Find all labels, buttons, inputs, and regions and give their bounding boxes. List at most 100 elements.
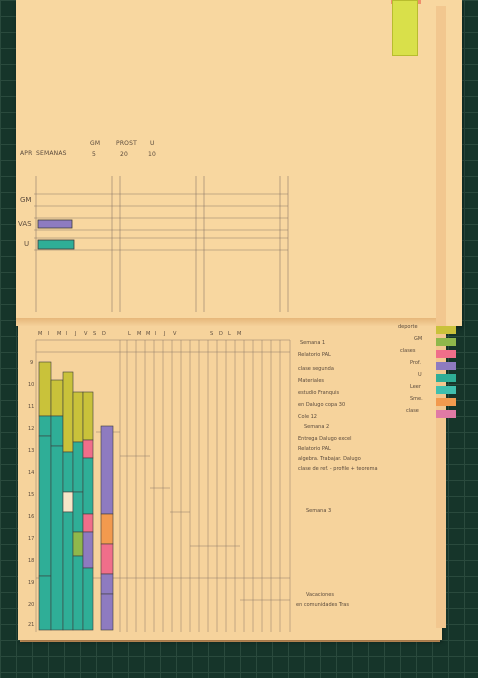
legend-label: clase — [406, 408, 419, 414]
note-item: estudio Franquis — [298, 390, 340, 396]
header-number-u: 10 — [148, 151, 157, 158]
legend-swatch — [436, 374, 456, 382]
legend-label: GM — [414, 336, 423, 342]
bar-segment — [62, 451, 74, 493]
legend-swatch — [436, 410, 456, 418]
row-hour-label: 21 — [28, 622, 35, 628]
note-semana-1: Semana 1 — [300, 340, 326, 346]
note-item: Relatorio PAL — [298, 352, 331, 358]
bar-segment — [38, 575, 52, 631]
legend-swatch — [436, 362, 456, 370]
legend-label: Leer — [410, 384, 421, 390]
bar-segment — [62, 371, 74, 453]
bar-segment — [50, 415, 64, 447]
column-label: J — [164, 331, 166, 337]
legend-swatch — [436, 326, 456, 334]
bar-segment — [50, 379, 64, 417]
bar-segment — [100, 573, 114, 595]
bar-segment — [72, 391, 84, 443]
bar-segment — [100, 425, 114, 515]
column-label: M — [57, 331, 62, 337]
column-label: L — [228, 331, 231, 337]
column-label: M — [237, 331, 242, 337]
header-apr: APR — [20, 150, 33, 157]
legend-label: U — [418, 372, 422, 378]
column-label: S — [210, 331, 214, 337]
note-item: Materiales — [298, 378, 324, 384]
legend-label: Prof. — [410, 360, 421, 366]
bar-segment — [38, 361, 52, 417]
row-hour-label: 10 — [28, 382, 35, 388]
note-semana-3: Semana 3 — [306, 508, 332, 514]
yellow-sticky-tab — [392, 0, 418, 56]
legend-label: Sme. — [410, 396, 423, 402]
top-chart-lines — [34, 176, 289, 312]
column-label: M — [146, 331, 151, 337]
row-hour-label: 18 — [28, 558, 35, 564]
note-footer-vacaciones: Vacaciones — [306, 592, 334, 598]
bar-segment — [82, 457, 94, 515]
bar-segment — [82, 391, 94, 441]
bar-segment — [82, 439, 94, 459]
bar-segment — [72, 491, 84, 533]
column-label: I — [155, 331, 157, 337]
bar-segment — [72, 555, 84, 631]
header-gm: GM — [90, 140, 101, 147]
row-hour-label: 14 — [28, 470, 35, 476]
bar-segment — [72, 441, 84, 493]
row-hour-label: 13 — [28, 448, 35, 454]
bar-segment — [82, 531, 94, 569]
row-label-vas: VAS — [18, 220, 32, 228]
column-label: L — [128, 331, 131, 337]
note-item: clase de ref. - profile + teorema — [298, 466, 378, 472]
bar-segment — [100, 543, 114, 575]
legend-swatch — [436, 350, 456, 358]
bar-segment — [100, 513, 114, 545]
note-item: Cole 12 — [298, 414, 317, 420]
header-prost: PROST — [116, 140, 137, 147]
column-label: V — [173, 331, 177, 337]
row-hour-label: 20 — [28, 602, 35, 608]
bar-segment — [38, 415, 52, 437]
note-item: en Dalugo copa 30 — [298, 402, 346, 408]
notebook-page-edges — [436, 6, 446, 628]
note-item: Entrega Dalugo excel — [298, 436, 352, 442]
top-bar-vas — [37, 219, 73, 229]
bar-segment — [38, 435, 52, 577]
column-label: M — [137, 331, 142, 337]
header-number-prost: 20 — [120, 151, 129, 158]
row-hour-label: 17 — [28, 536, 35, 542]
bar-segment — [72, 531, 84, 557]
row-hour-label: 9 — [30, 360, 34, 366]
row-hour-label: 19 — [28, 580, 35, 586]
bottom-chart-grid-lines — [35, 339, 291, 632]
legend-label: clases — [400, 348, 416, 354]
legend-swatch — [436, 386, 456, 394]
row-hour-label: 16 — [28, 514, 35, 520]
notebook-spine — [16, 318, 444, 326]
note-item: algebra. Trabajar. Dalugo — [298, 456, 361, 462]
notebook-top-page — [16, 0, 462, 326]
bottom-stacked-bars — [38, 361, 114, 631]
note-item: clase segunda — [298, 366, 334, 372]
row-hour-label: 12 — [28, 426, 35, 432]
row-label-u: U — [24, 240, 30, 248]
bar-segment — [82, 567, 94, 631]
column-label: I — [48, 331, 50, 337]
column-label: D — [102, 331, 106, 337]
column-label: J — [75, 331, 77, 337]
bar-segment — [100, 593, 114, 631]
note-footer-comunidades: en comunidades Tras — [296, 602, 349, 608]
note-item: Relatorio PAL — [298, 446, 331, 452]
note-semana-2: Semana 2 — [304, 424, 330, 430]
top-bar-u — [37, 239, 75, 250]
bar-segment — [82, 513, 94, 533]
header-semanas: SEMANAS — [36, 150, 67, 157]
column-label: M — [38, 331, 43, 337]
column-label: D — [219, 331, 223, 337]
header-number-gm: 5 — [92, 151, 97, 158]
bar-segment — [50, 445, 64, 631]
row-label-gm: GM — [20, 196, 32, 204]
